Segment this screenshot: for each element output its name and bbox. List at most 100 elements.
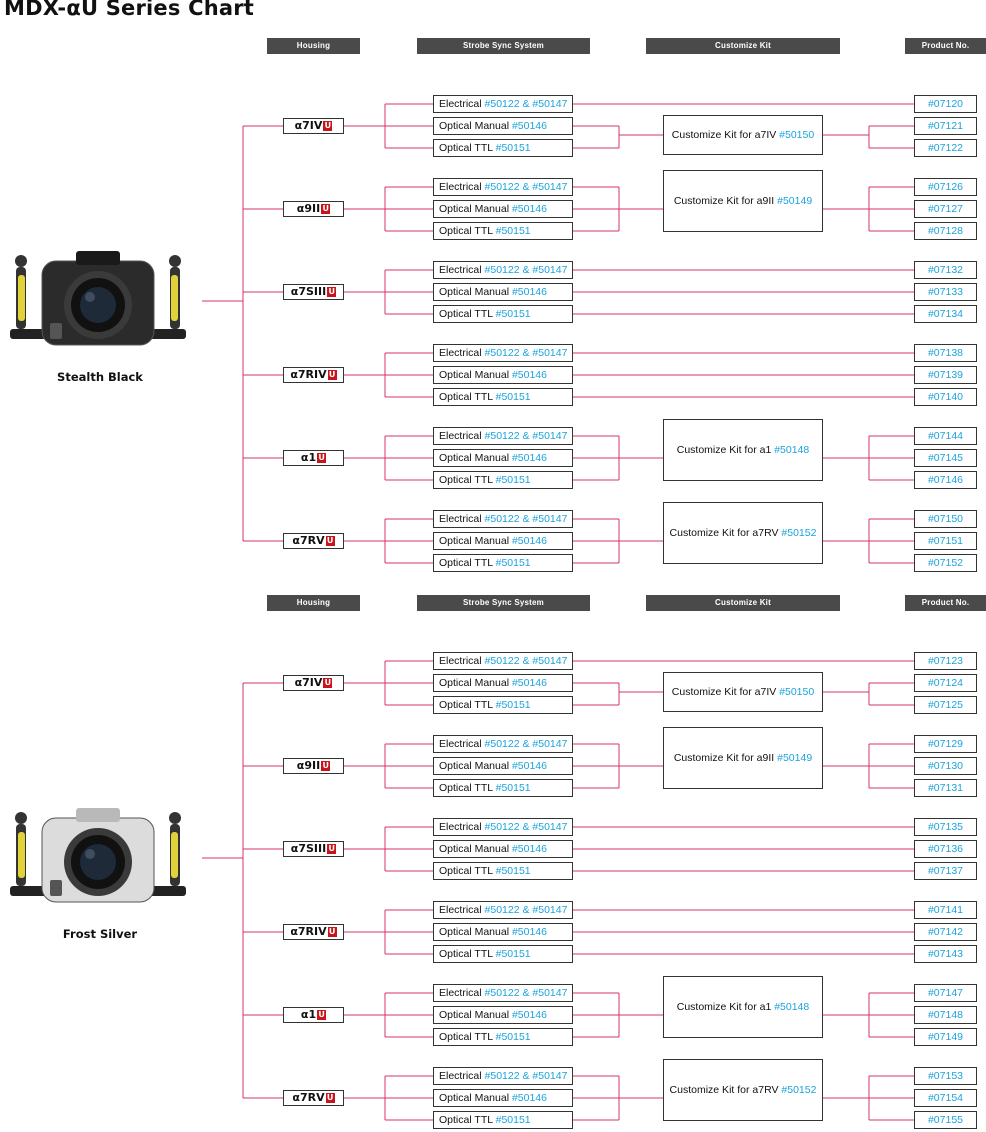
strobe-option: Optical Manual #50146 xyxy=(433,117,573,135)
strobe-code-link: #50151 xyxy=(495,782,531,794)
header-kit: Customize Kit xyxy=(646,595,840,611)
product-number: #07136 xyxy=(914,840,977,858)
strobe-option: Optical TTL #50151 xyxy=(433,779,573,797)
customize-kit-box: Customize Kit for a7IV #50150 xyxy=(663,672,823,712)
customize-kit-box: Customize Kit for a9II #50149 xyxy=(663,170,823,232)
housing-name: α7IV xyxy=(294,676,323,689)
strobe-option: Optical Manual #50146 xyxy=(433,366,573,384)
strobe-code-link: #50151 xyxy=(495,948,531,960)
product-number: #07131 xyxy=(914,779,977,797)
product-number: #07124 xyxy=(914,674,977,692)
customize-kit-box: Customize Kit for a9II #50149 xyxy=(663,727,823,789)
kit-code-link: #50150 xyxy=(779,686,815,698)
kit-code-link: #50150 xyxy=(779,129,815,141)
strobe-option: Optical Manual #50146 xyxy=(433,200,573,218)
strobe-label: Optical TTL xyxy=(439,557,496,569)
strobe-code-link: #50151 xyxy=(495,699,531,711)
strobe-option: Electrical #50122 & #50147 xyxy=(433,1067,573,1085)
strobe-option: Electrical #50122 & #50147 xyxy=(433,984,573,1002)
header-product: Product No. xyxy=(905,38,986,54)
housing-name: α1 xyxy=(300,451,317,464)
product-number: #07143 xyxy=(914,945,977,963)
kit-code-link: #50149 xyxy=(777,752,813,764)
product-number: #07126 xyxy=(914,178,977,196)
strobe-option: Optical TTL #50151 xyxy=(433,945,573,963)
product-number: #07150 xyxy=(914,510,977,528)
strobe-code-link: #50146 xyxy=(511,203,547,215)
strobe-label: Electrical xyxy=(439,347,485,359)
strobe-label: Optical TTL xyxy=(439,225,496,237)
kit-label: Customize Kit for a9II xyxy=(673,752,778,764)
u-badge: U xyxy=(327,927,337,937)
header-product: Product No. xyxy=(905,595,986,611)
u-badge: U xyxy=(323,678,333,688)
customize-kit-box: Customize Kit for a7IV #50150 xyxy=(663,115,823,155)
product-number: #07144 xyxy=(914,427,977,445)
strobe-label: Electrical xyxy=(439,738,485,750)
strobe-label: Optical Manual xyxy=(439,760,512,772)
housing-name: α1 xyxy=(300,1008,317,1021)
strobe-code-link: #50122 & #50147 xyxy=(484,821,568,833)
customize-kit-box: Customize Kit for a7RV #50152 xyxy=(663,502,823,564)
kit-label: Customize Kit for a7IV xyxy=(671,686,780,698)
strobe-label: Electrical xyxy=(439,98,485,110)
product-number: #07139 xyxy=(914,366,977,384)
strobe-label: Optical Manual xyxy=(439,843,512,855)
customize-kit-box: Customize Kit for a7RV #50152 xyxy=(663,1059,823,1121)
strobe-code-link: #50151 xyxy=(495,308,531,320)
strobe-option: Optical TTL #50151 xyxy=(433,305,573,323)
kit-label: Customize Kit for a1 xyxy=(676,1001,775,1013)
product-number: #07154 xyxy=(914,1089,977,1107)
strobe-option: Optical TTL #50151 xyxy=(433,471,573,489)
strobe-label: Optical Manual xyxy=(439,535,512,547)
kit-label: Customize Kit for a7RV xyxy=(669,527,782,539)
product-number: #07137 xyxy=(914,862,977,880)
product-number: #07148 xyxy=(914,1006,977,1024)
strobe-label: Optical TTL xyxy=(439,699,496,711)
housing-name: α7SIII xyxy=(290,842,327,855)
product-number: #07127 xyxy=(914,200,977,218)
strobe-code-link: #50146 xyxy=(511,120,547,132)
strobe-code-link: #50151 xyxy=(495,142,531,154)
strobe-label: Electrical xyxy=(439,821,485,833)
housing-name: α7RV xyxy=(292,534,325,547)
strobe-label: Optical Manual xyxy=(439,203,512,215)
housing-color-caption: Frost Silver xyxy=(62,927,138,941)
strobe-code-link: #50151 xyxy=(495,1114,531,1126)
strobe-option: Optical TTL #50151 xyxy=(433,222,573,240)
strobe-option: Optical TTL #50151 xyxy=(433,1028,573,1046)
product-number: #07132 xyxy=(914,261,977,279)
u-badge: U xyxy=(321,761,331,771)
header-housing: Housing xyxy=(267,595,360,611)
strobe-label: Optical TTL xyxy=(439,782,496,794)
strobe-label: Optical Manual xyxy=(439,369,512,381)
header-strobe: Strobe Sync System xyxy=(417,595,590,611)
housing-color-caption: Stealth Black xyxy=(57,370,143,384)
strobe-option: Optical Manual #50146 xyxy=(433,1006,573,1024)
customize-kit-box: Customize Kit for a1 #50148 xyxy=(663,419,823,481)
product-number: #07151 xyxy=(914,532,977,550)
strobe-option: Optical TTL #50151 xyxy=(433,862,573,880)
strobe-label: Electrical xyxy=(439,655,485,667)
header-strobe: Strobe Sync System xyxy=(417,38,590,54)
product-number: #07152 xyxy=(914,554,977,572)
kit-code-link: #50152 xyxy=(781,527,817,539)
strobe-label: Electrical xyxy=(439,181,485,193)
housing-name: α7IV xyxy=(294,119,323,132)
strobe-option: Optical TTL #50151 xyxy=(433,139,573,157)
page-title: MDX-αU Series Chart xyxy=(4,0,255,20)
strobe-option: Optical TTL #50151 xyxy=(433,388,573,406)
strobe-label: Optical TTL xyxy=(439,948,496,960)
strobe-code-link: #50122 & #50147 xyxy=(484,98,568,110)
black-underwater-housing-icon xyxy=(10,251,186,346)
strobe-option: Electrical #50122 & #50147 xyxy=(433,427,573,445)
product-number: #07122 xyxy=(914,139,977,157)
strobe-label: Optical TTL xyxy=(439,865,496,877)
housing-name: α9II xyxy=(296,202,321,215)
